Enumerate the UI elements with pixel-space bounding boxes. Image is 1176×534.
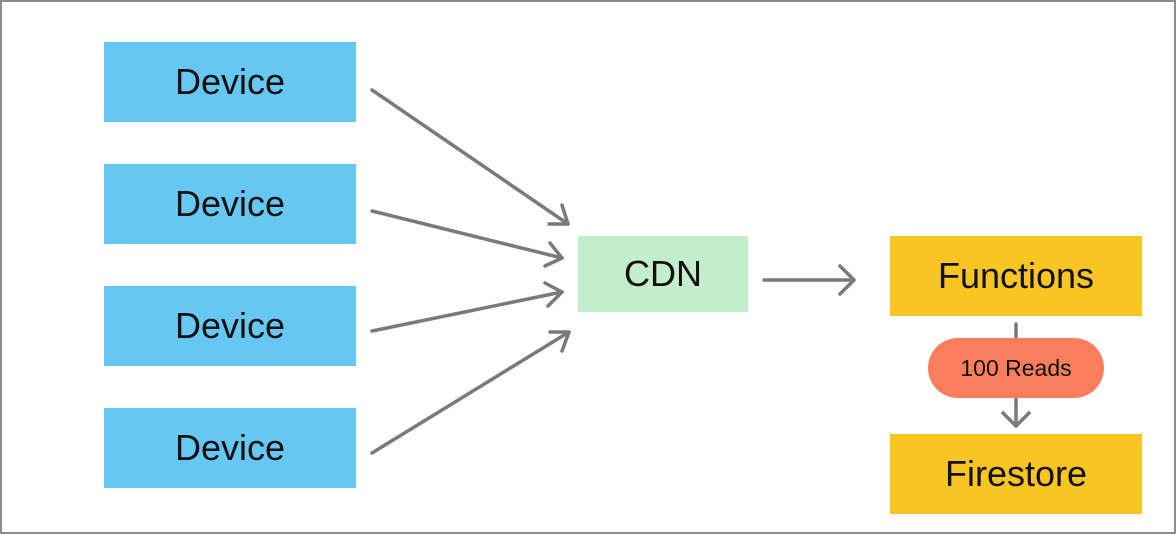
arrow-cdn-to-functions xyxy=(762,264,856,296)
reads-badge-label: 100 Reads xyxy=(960,354,1072,381)
firestore-label: Firestore xyxy=(944,453,1088,494)
arrow-functions-to-firestore xyxy=(1001,322,1031,428)
arrow-device-1-to-cdn xyxy=(370,88,570,226)
device-label: Device xyxy=(174,427,286,468)
arrow-device-3-to-cdn xyxy=(370,281,564,333)
firestore-box: Firestore xyxy=(890,434,1142,514)
device-box-1: Device xyxy=(104,42,356,122)
cdn-box: CDN xyxy=(578,236,748,312)
functions-label: Functions xyxy=(937,255,1095,296)
device-label: Device xyxy=(174,183,286,224)
device-label: Device xyxy=(174,305,286,346)
device-box-3: Device xyxy=(104,286,356,366)
functions-box: Functions xyxy=(890,236,1142,316)
device-label: Device xyxy=(174,61,286,102)
arrow-device-2-to-cdn xyxy=(370,209,564,268)
device-box-4: Device xyxy=(104,408,356,488)
arrow-device-4-to-cdn xyxy=(370,330,571,455)
cdn-label: CDN xyxy=(624,253,702,294)
reads-badge: 100 Reads xyxy=(928,338,1104,398)
device-box-2: Device xyxy=(104,164,356,244)
